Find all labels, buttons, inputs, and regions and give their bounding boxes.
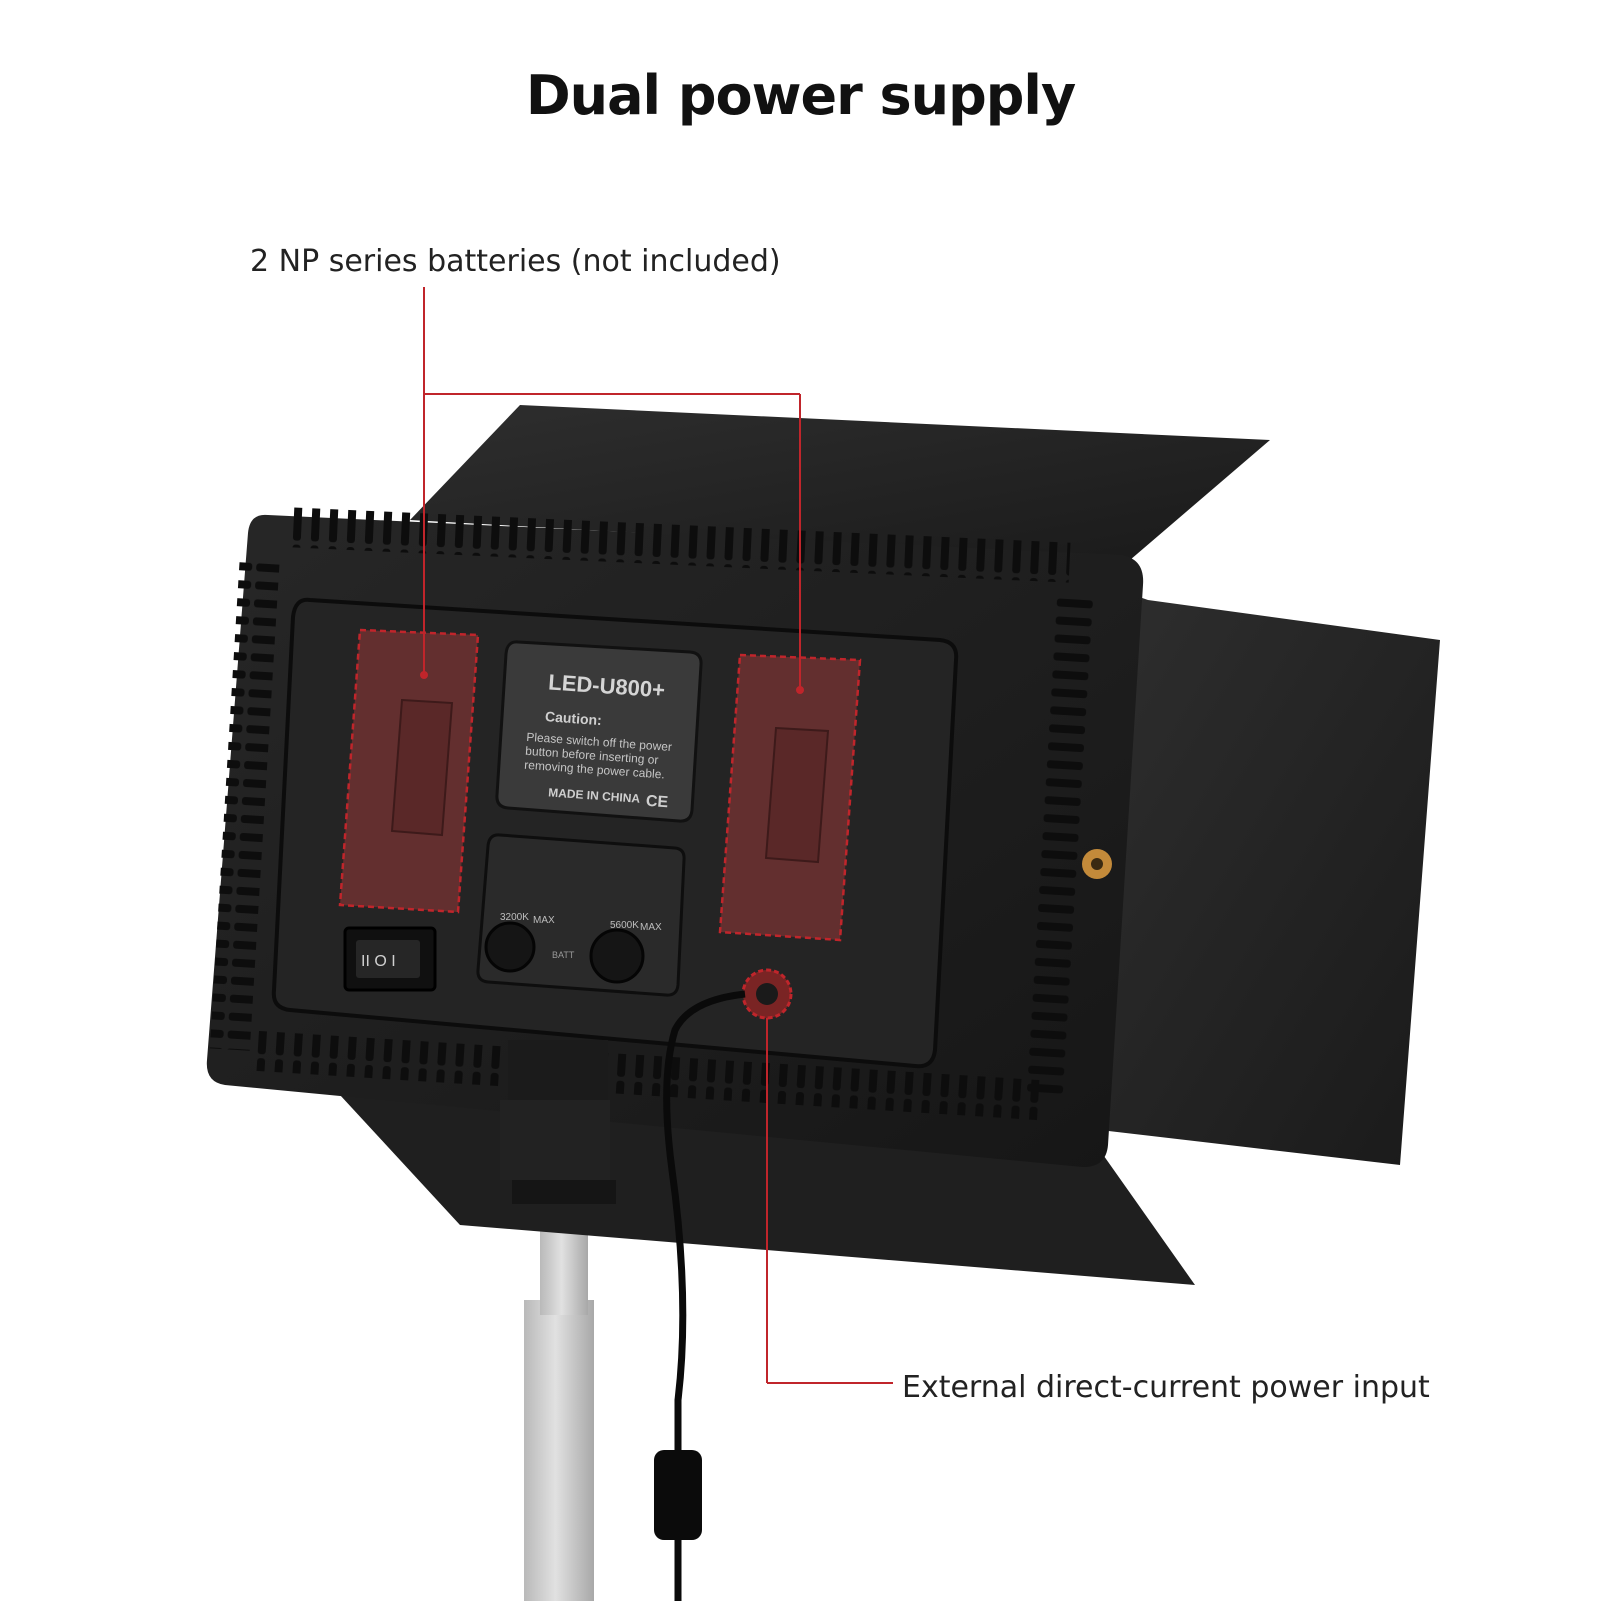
knob-left-max: MAX [533,915,555,926]
power-cable [663,990,746,1601]
power-switch-symbol: II O I [361,953,396,970]
control-plate: 3200K MAX 5600K MAX BATT [476,833,686,997]
power-switch: II O I [343,926,437,992]
knob-right-max: MAX [640,922,662,933]
ce-mark: CE [645,793,669,812]
callout-batteries-label: 2 NP series batteries (not included) [250,244,781,279]
battery-slot-right [718,653,862,942]
knob-left-label: 3200K [500,912,529,923]
callout-leader-dc-input [766,1018,893,1384]
color-temp-knob-5600k [589,928,645,984]
color-temp-knob-3200k [484,921,536,973]
made-in-text: MADE IN CHINA [548,785,641,805]
light-stand [524,1200,598,1601]
headline: Dual power supply [525,64,1076,127]
knob-right-label: 5600K [610,920,639,931]
caution-title: Caution: [545,708,603,728]
dc-input-port [741,968,793,1020]
callout-leader-batteries [420,287,804,694]
caution-label-plate: LED-U800+ Caution: Please switch off the… [495,640,703,823]
cable-ferrite-core [654,1450,702,1540]
battery-slot-left [338,628,480,914]
batt-indicator-label: BATT [552,950,575,960]
mounting-head [500,1040,616,1204]
callout-dc-input-label: External direct-current power input [902,1370,1430,1405]
